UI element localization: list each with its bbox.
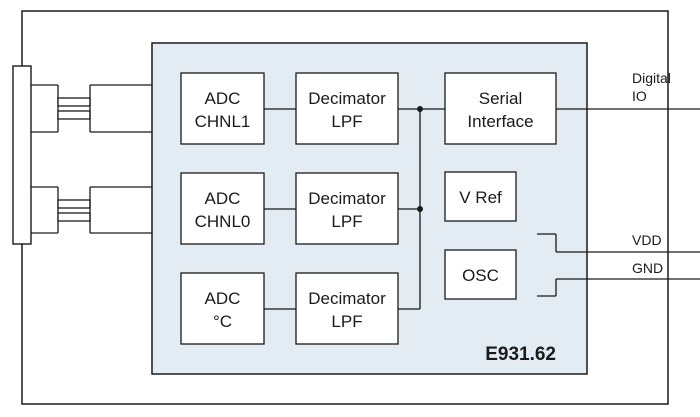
adc-chnl0-block: ADC CHNL0 — [180, 172, 265, 245]
edge-connector — [12, 65, 32, 245]
decimator-lpf-3-block: Decimator LPF — [295, 272, 399, 345]
decimator-3-line1: Decimator — [308, 289, 386, 308]
pin-label-vdd: VDD — [632, 232, 662, 248]
osc-label: OSC — [462, 266, 499, 285]
decimator-lpf-2-block: Decimator LPF — [295, 172, 399, 245]
decimator-3-line2: LPF — [331, 312, 362, 331]
adc-chnl1-line1: ADC — [205, 89, 241, 108]
decimator-lpf-1-block: Decimator LPF — [295, 72, 399, 145]
osc-block: OSC — [444, 249, 517, 300]
adc-temp-block: ADC °C — [180, 272, 265, 345]
decimator-1-line2: LPF — [331, 112, 362, 131]
serial-line1: Serial — [479, 89, 522, 108]
adc-temp-line1: ADC — [205, 289, 241, 308]
pin-label-gnd: GND — [632, 260, 663, 276]
vref-label: V Ref — [459, 188, 502, 207]
pin-label-io: IO — [632, 88, 647, 104]
adc-chnl1-block: ADC CHNL1 — [180, 72, 265, 145]
decimator-1-line1: Decimator — [308, 89, 386, 108]
adc-temp-line2: °C — [213, 312, 232, 331]
internal-wiring — [264, 106, 700, 310]
adc-chnl0-line2: CHNL0 — [195, 212, 251, 231]
decimator-2-line2: LPF — [331, 212, 362, 231]
serial-line2: Interface — [467, 112, 533, 131]
adc-chnl0-line1: ADC — [205, 189, 241, 208]
adc-chnl1-line2: CHNL1 — [195, 112, 251, 131]
vref-block: V Ref — [444, 171, 517, 222]
pin-label-digital: Digital — [632, 70, 671, 86]
decimator-2-line1: Decimator — [308, 189, 386, 208]
serial-interface-block: Serial Interface — [444, 72, 557, 145]
chip-label: E931.62 — [485, 344, 556, 365]
